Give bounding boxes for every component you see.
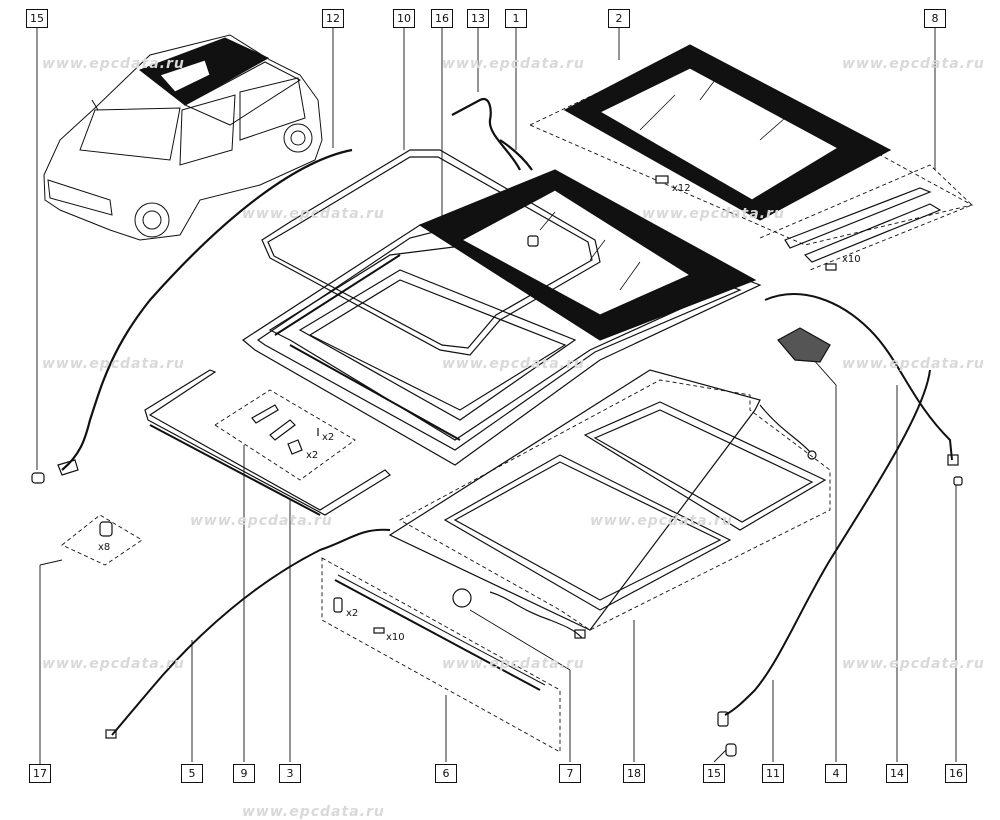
callout-16: 16 xyxy=(431,9,453,28)
watermark: www.epcdata.ru xyxy=(42,356,185,372)
car-illustration xyxy=(43,34,323,241)
watermark: www.epcdata.ru xyxy=(42,56,185,72)
callout-8: 8 xyxy=(924,9,946,28)
callout-9: 9 xyxy=(233,764,255,783)
part-5-drain-hose xyxy=(111,528,391,736)
qty-deflector-clips: x10 xyxy=(386,632,405,643)
callout-16-lower: 16 xyxy=(945,764,967,783)
part-6-seal-strip xyxy=(321,557,561,753)
part-8-trim-strips xyxy=(759,164,973,271)
watermark: www.epcdata.ru xyxy=(842,656,985,672)
part-15-plug xyxy=(31,472,45,484)
part-14-drain-hose xyxy=(764,293,953,461)
qty-screws: x2 xyxy=(306,450,319,461)
watermark: www.epcdata.ru xyxy=(842,356,985,372)
callout-15-lower: 15 xyxy=(703,764,725,783)
watermark: www.epcdata.ru xyxy=(242,206,385,222)
part-3-deflector xyxy=(144,369,391,516)
part-10-seal xyxy=(261,149,601,356)
callout-11: 11 xyxy=(762,764,784,783)
callout-1: 1 xyxy=(505,9,527,28)
part-13-hose xyxy=(451,97,521,171)
callout-12: 12 xyxy=(322,9,344,28)
part-17-nut-kit xyxy=(61,514,143,566)
part-16-grommet xyxy=(527,235,539,247)
watermark: www.epcdata.ru xyxy=(242,804,385,820)
qty-pins: x2 xyxy=(346,608,359,619)
watermark: www.epcdata.ru xyxy=(590,513,733,529)
watermark: www.epcdata.ru xyxy=(442,56,585,72)
watermark: www.epcdata.ru xyxy=(42,656,185,672)
callout-15: 15 xyxy=(26,9,48,28)
qty-trim-clips: x10 xyxy=(842,254,861,265)
watermark: www.epcdata.ru xyxy=(642,206,785,222)
qty-nuts: x8 xyxy=(98,542,111,553)
sunroof-frame-assembly xyxy=(241,169,762,466)
part-1-hose xyxy=(499,139,533,171)
callout-7: 7 xyxy=(559,764,581,783)
callout-18: 18 xyxy=(623,764,645,783)
callout-3: 3 xyxy=(279,764,301,783)
callout-2: 2 xyxy=(608,9,630,28)
watermark: www.epcdata.ru xyxy=(442,356,585,372)
qty-brackets: x2 xyxy=(322,432,335,443)
part-7-wiring xyxy=(452,588,586,639)
bracket-kit xyxy=(214,389,356,481)
callout-17: 17 xyxy=(29,764,51,783)
part-18-headliner xyxy=(388,369,831,631)
part-4-motor xyxy=(777,327,831,363)
callout-5: 5 xyxy=(181,764,203,783)
watermark: www.epcdata.ru xyxy=(190,513,333,529)
part-12-drain-hose xyxy=(61,148,353,471)
callout-10: 10 xyxy=(393,9,415,28)
qty-glass-fixings: x12 xyxy=(672,183,691,194)
callout-4: 4 xyxy=(825,764,847,783)
part-16-plug-lower xyxy=(953,476,963,486)
watermark: www.epcdata.ru xyxy=(442,656,585,672)
callout-14: 14 xyxy=(886,764,908,783)
part-2-glass-panel xyxy=(528,44,974,246)
callout-13: 13 xyxy=(467,9,489,28)
part-11-drain-hose xyxy=(724,369,931,716)
callout-6: 6 xyxy=(435,764,457,783)
part-15-plug-lower xyxy=(725,743,737,757)
watermark: www.epcdata.ru xyxy=(842,56,985,72)
